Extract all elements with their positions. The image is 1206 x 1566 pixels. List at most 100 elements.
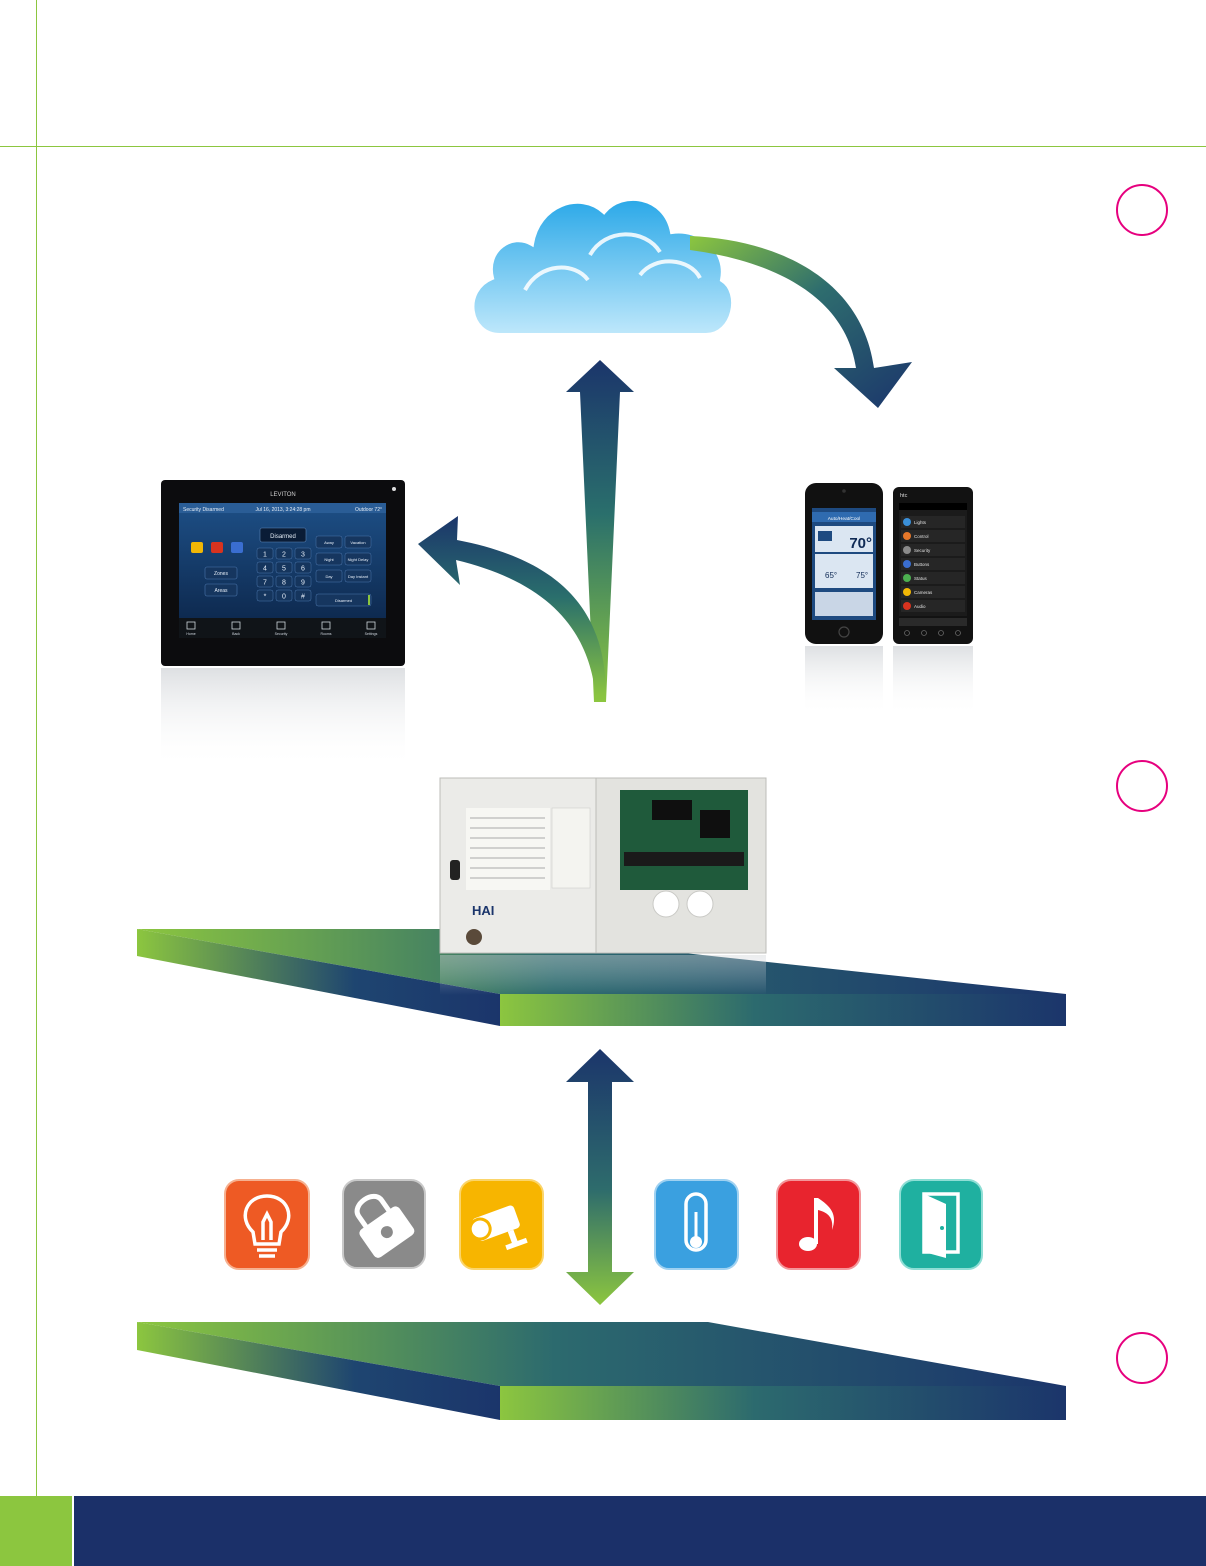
menu-item-icon [903,546,911,554]
arm-mode-button[interactable]: Night [315,552,343,566]
tablet-brand: LEVITON [270,492,296,498]
menu-item-label: Audio [914,604,926,609]
keypad-key-label: * [264,594,267,601]
security-tile [342,1179,426,1269]
arm-mode-label: Day Instant [348,574,369,579]
android-menu-item[interactable]: Buttons [901,558,965,570]
keypad-key[interactable]: 4 [256,561,274,574]
keypad-key[interactable]: 6 [294,561,312,574]
nav-icon [366,621,376,630]
home-button[interactable] [838,626,850,638]
keypad-key[interactable]: 3 [294,547,312,560]
door-icon [922,1192,960,1258]
keypad-key-label: 7 [263,580,267,587]
menu-item-icon [903,518,911,526]
arm-mode-button[interactable]: Day Instant [344,569,372,583]
android-menu: LightsControlSecurityButtonsStatusCamera… [901,516,965,612]
nav-icon [186,621,196,630]
menu-item-label: Security [914,548,931,553]
keypad-key[interactable]: 2 [275,547,293,560]
tablet-reflection [161,668,405,768]
android-menu-item[interactable]: Security [901,544,965,556]
menu-item-label: Lights [914,520,927,525]
thermometer-icon [684,1192,708,1252]
menu-item-label: Buttons [914,562,930,567]
areas-button[interactable]: Areas [204,583,238,597]
android-menu-item[interactable]: Control [901,530,965,542]
arm-mode-label: Away [324,540,334,545]
nav-label: Home [186,632,195,636]
audio-tile [776,1179,861,1270]
police-icon [191,542,203,553]
keypad-key[interactable]: 7 [256,575,274,588]
keypad-key-label: 0 [282,594,286,601]
lighting-tile [224,1179,310,1270]
menu-item-icon [903,588,911,596]
keypad-key[interactable]: 0 [275,589,293,602]
keypad-key[interactable]: 8 [275,575,293,588]
android-reflection [893,646,973,716]
lightbulb-icon [243,1194,291,1258]
thermostat-icon [818,531,832,541]
padlock-icon [354,1193,415,1258]
keypad-key[interactable]: * [256,589,274,602]
nav-label: Back [232,632,240,636]
keypad-key-label: 6 [301,566,305,573]
arm-mode-button[interactable]: Disarmed [315,593,372,607]
header-rule [0,146,1206,147]
controller-brand: HAI [472,903,494,918]
section-marker-3 [1116,1332,1168,1384]
android-menu-item[interactable]: Lights [901,516,965,528]
arm-mode-button[interactable]: Vacation [344,535,372,549]
alarm-display: Disarmed [270,534,296,540]
tablet-nav-item[interactable]: Security [275,621,288,636]
tablet-nav-item[interactable]: Home [186,621,196,636]
nav-label: Rooms [320,632,331,636]
keypad-key-label: 3 [301,552,305,559]
android-menu-item[interactable]: Cameras [901,586,965,598]
keypad-key-label: 2 [282,552,286,559]
android-brand: htc [900,493,908,499]
omni-controller: HAI [439,777,767,995]
ul-seal-icon [466,929,482,945]
android-phone: htc LightsControlSecurityButtonsStatusCa… [893,487,973,716]
tablet-nav-item[interactable]: Back [231,621,241,636]
arm-mode-label: Disarmed [335,598,352,603]
keypad-key-label: 8 [282,580,286,587]
keypad-key-label: 1 [263,552,267,559]
section-marker-1 [1116,184,1168,236]
arrow-to-tablet [418,516,606,698]
svg-text:Areas: Areas [214,588,228,594]
arm-mode-label: Vacation [350,540,365,545]
fire-icon [211,542,223,553]
menu-item-icon [903,560,911,568]
left-margin-line [36,0,37,1566]
iphone-header: Auto/Heat/Cool [828,516,861,522]
tablet-nav-item[interactable]: Settings [365,621,378,636]
platform-2 [137,1322,1066,1420]
keypad-key[interactable]: 5 [275,561,293,574]
keypad-key[interactable]: 9 [294,575,312,588]
keypad-key-label: 9 [301,580,305,587]
menu-item-icon [903,532,911,540]
iphone-cool: 75° [856,571,868,580]
arm-mode-label: Night [324,557,334,562]
medical-icon [231,542,243,553]
tablet-nav-item[interactable]: Rooms [320,621,332,636]
arm-mode-button[interactable]: Away [315,535,343,549]
menu-item-label: Control [914,534,929,539]
nav-label: Settings [365,632,378,636]
arm-mode-button[interactable]: Day [315,569,343,583]
svg-text:Zones: Zones [214,571,228,577]
camera-tile [459,1179,544,1270]
keypad-key-label: # [301,594,305,601]
arm-mode-button[interactable]: Night Delay [344,552,372,566]
android-menu-item[interactable]: Audio [901,600,965,612]
arm-mode-label: Night Delay [348,557,369,562]
zones-button[interactable]: Zones [204,566,238,580]
keypad-key[interactable]: # [294,589,312,602]
keypad-key[interactable]: 1 [256,547,274,560]
tablet-status-left: Security Disarmed [183,507,224,513]
android-menu-item[interactable]: Status [901,572,965,584]
